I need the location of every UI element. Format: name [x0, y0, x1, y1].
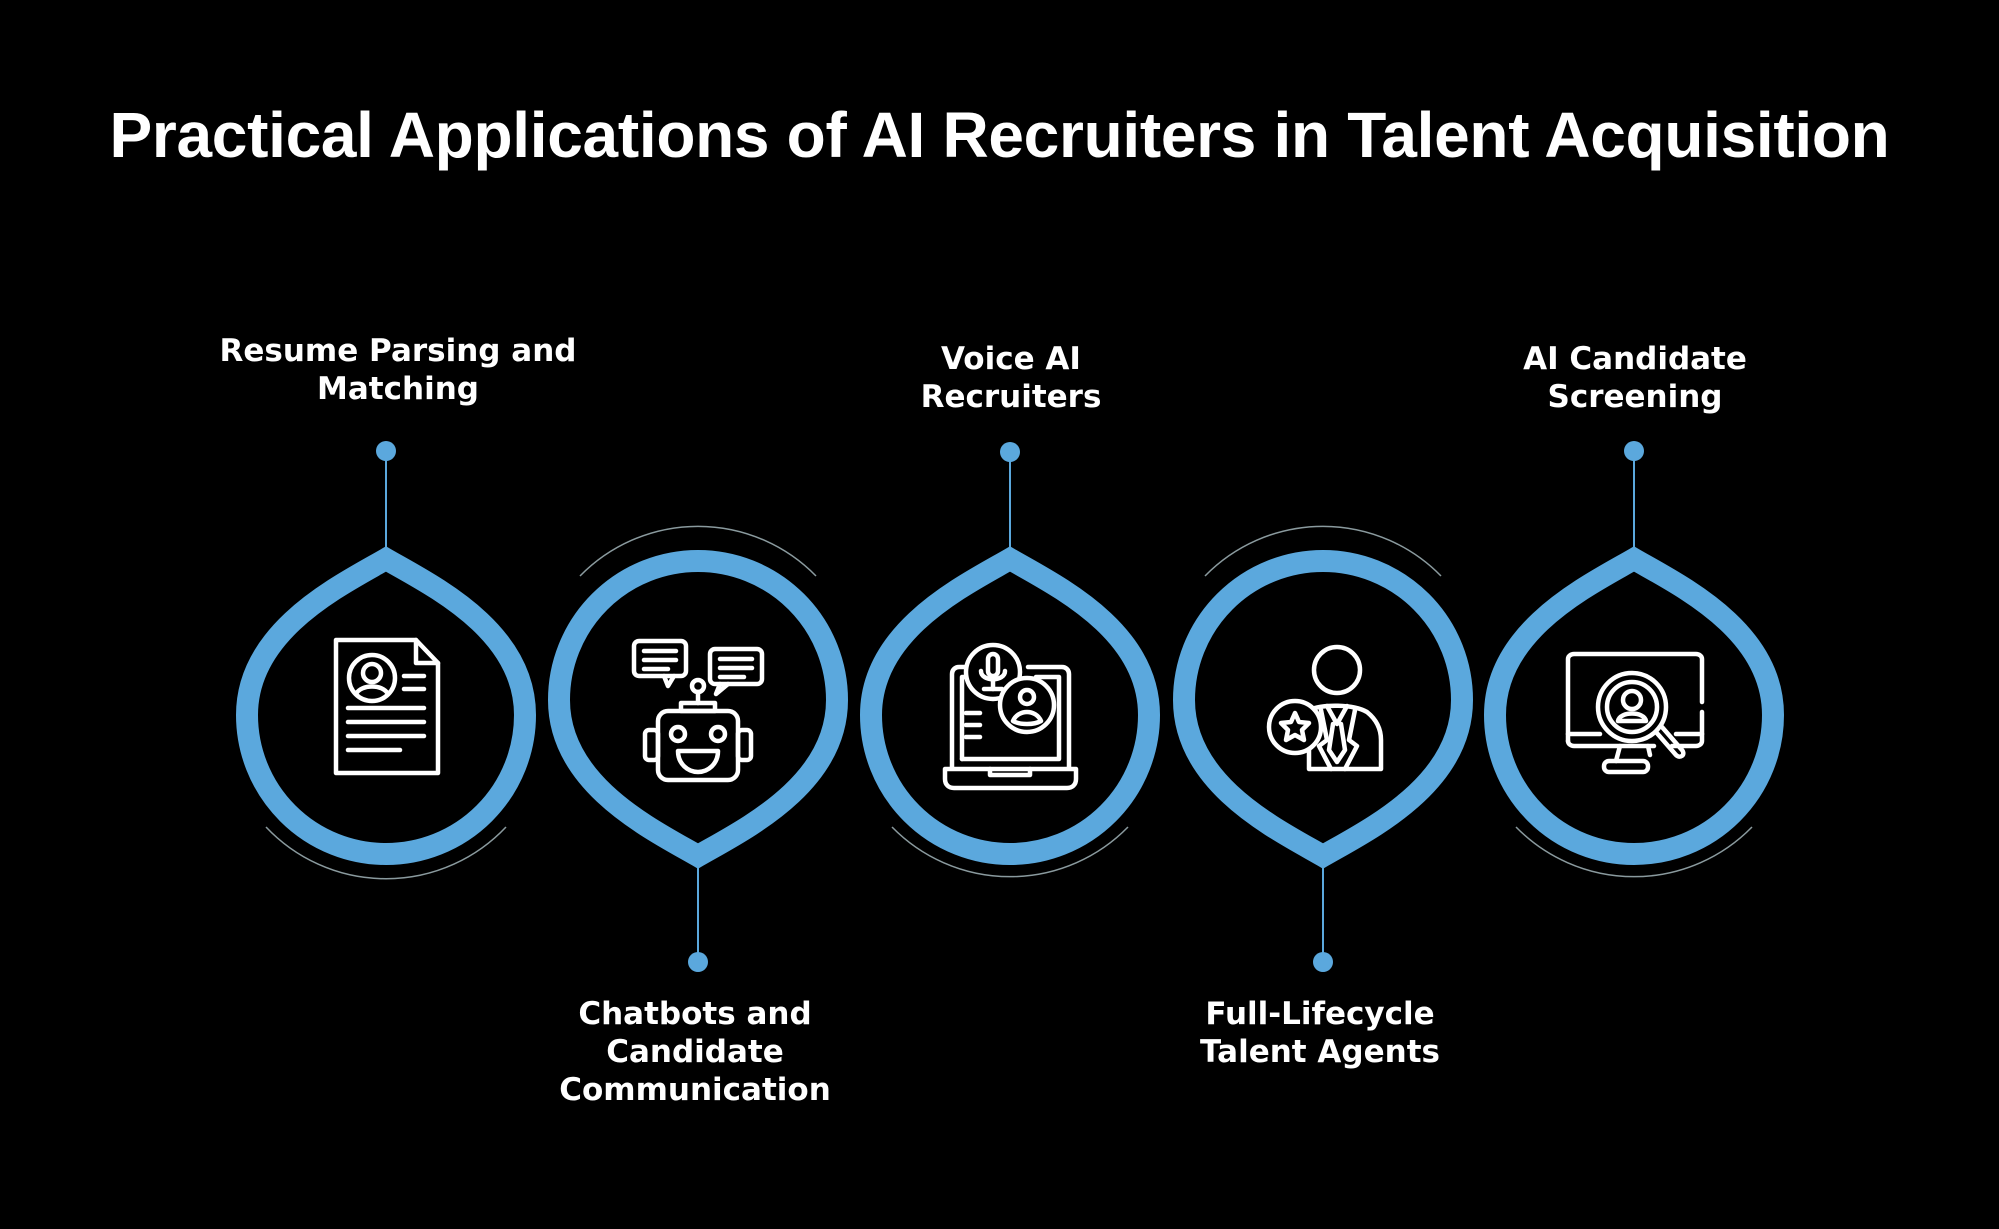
- label-line: Communication: [559, 1072, 831, 1108]
- monitor-magnifier-icon: [1565, 651, 1705, 775]
- connector-dot: [1000, 442, 1020, 462]
- label-line: Resume Parsing and: [219, 333, 577, 369]
- item-lifecycle: [1184, 525, 1462, 972]
- drop-ring: [559, 561, 837, 856]
- decorative-arc: [265, 826, 507, 880]
- item-screening: [1495, 441, 1773, 878]
- item-voice: [871, 442, 1149, 878]
- connector-dot: [1624, 441, 1644, 461]
- label-chatbots: Chatbots and Candidate Communication: [485, 995, 905, 1109]
- label-line: Full-Lifecycle: [1205, 996, 1435, 1032]
- laptop-microphone-icon: [942, 642, 1079, 791]
- label-lifecycle: Full-Lifecycle Talent Agents: [1110, 995, 1530, 1071]
- connector-dot: [688, 952, 708, 972]
- label-line: Chatbots and Candidate: [578, 996, 812, 1070]
- label-screening: AI Candidate Screening: [1425, 340, 1845, 416]
- label-line: Recruiters: [920, 379, 1102, 415]
- label-line: Voice AI: [941, 341, 1081, 377]
- label-voice: Voice AI Recruiters: [801, 340, 1221, 416]
- page-title: Practical Applications of AI Recruiters …: [109, 99, 1890, 171]
- label-resume: Resume Parsing and Matching: [188, 332, 608, 408]
- item-chatbots: [559, 525, 837, 972]
- decorative-arc: [1515, 826, 1753, 878]
- label-line: Screening: [1547, 379, 1723, 415]
- label-line: Matching: [317, 371, 479, 407]
- decorative-arc: [1204, 525, 1442, 577]
- chatbot-icon: [631, 638, 765, 783]
- connector-dot: [1313, 952, 1333, 972]
- decorative-arc: [579, 525, 817, 577]
- decorative-arc: [891, 826, 1129, 878]
- label-line: AI Candidate: [1523, 341, 1747, 377]
- item-resume: [247, 441, 525, 880]
- connector-dot: [376, 441, 396, 461]
- agent-star-icon: [1266, 644, 1384, 772]
- label-line: Talent Agents: [1200, 1034, 1440, 1070]
- resume-document-icon: [333, 637, 441, 776]
